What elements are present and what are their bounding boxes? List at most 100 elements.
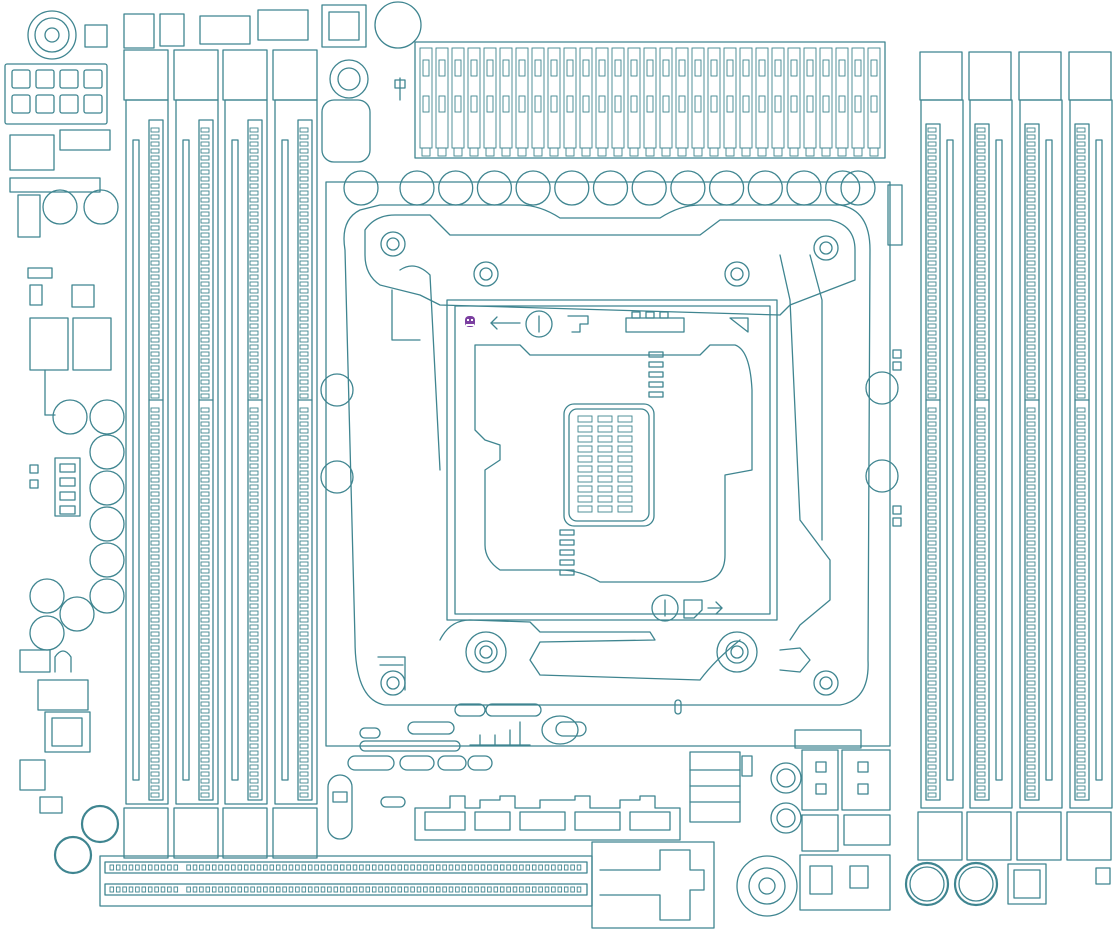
dimm-pin — [299, 239, 309, 245]
pcie-pin — [506, 886, 511, 893]
dimm-slot-a1 — [123, 99, 169, 859]
dimm-pin — [299, 694, 309, 700]
vrm-fin-slot — [614, 95, 622, 113]
dimm-pin — [976, 239, 986, 245]
dimm-pin — [1076, 393, 1086, 399]
dimm-pin — [150, 246, 160, 252]
dimm-pin — [976, 190, 986, 196]
dimm-pin — [200, 337, 210, 343]
dimm-pin — [1076, 169, 1086, 175]
pcie-pin — [288, 864, 294, 871]
dimm-pin — [299, 267, 309, 273]
vrm-fin-foot — [677, 147, 687, 157]
vrm-fin-slot — [646, 59, 654, 77]
dimm-pin — [976, 260, 986, 266]
dimm-pin — [976, 379, 986, 385]
dimm-pin — [1076, 302, 1086, 308]
dimm-pin — [1076, 540, 1086, 546]
dimm-pin — [1076, 638, 1086, 644]
dimm-pin — [1076, 351, 1086, 357]
dimm-pin — [200, 232, 210, 238]
vrm-capacitor — [399, 170, 435, 206]
dimm-pin — [200, 470, 210, 476]
dimm-pin — [1026, 512, 1036, 518]
dimm-pin — [1076, 127, 1086, 133]
dimm-pin — [249, 232, 259, 238]
dimm-pin — [927, 197, 937, 203]
vrm-fin-slot — [758, 59, 766, 77]
dimm-pin — [976, 638, 986, 644]
dimm-pin — [927, 148, 937, 154]
pcie-pin — [525, 864, 531, 871]
dimm-pin — [200, 246, 210, 252]
dimm-pin — [249, 337, 259, 343]
dimm-pin — [200, 547, 210, 553]
fan-header-icon — [321, 4, 367, 48]
dimm-pin — [299, 554, 309, 560]
dimm-pin — [927, 365, 937, 371]
dimm-pin — [1026, 176, 1036, 182]
pcie-pin — [493, 864, 499, 871]
dimm-pin — [249, 288, 259, 294]
dimm-pin — [1026, 631, 1036, 637]
dimm-pin — [150, 575, 160, 581]
dimm-pin — [927, 785, 937, 791]
dimm-pin — [976, 701, 986, 707]
dimm-pin — [927, 211, 937, 217]
dimm-pin — [249, 365, 259, 371]
dimm-pin — [1076, 246, 1086, 252]
dimm-pin — [200, 435, 210, 441]
dimm-pin — [1026, 365, 1036, 371]
dimm-pin — [1026, 708, 1036, 714]
vrm-capacitor — [476, 170, 513, 206]
dimm-pin — [976, 617, 986, 623]
dimm-pin — [927, 316, 937, 322]
dimm-pin — [1076, 554, 1086, 560]
dimm-pin — [927, 554, 937, 560]
dimm-pin — [249, 652, 259, 658]
dimm-pin — [299, 708, 309, 714]
dimm-pin — [299, 589, 309, 595]
dimm-pin — [200, 610, 210, 616]
vrm-fin-slot — [438, 95, 446, 113]
vrm-fin-foot — [517, 147, 527, 157]
dimm-pin — [1026, 218, 1036, 224]
dimm-pin — [1026, 442, 1036, 448]
vrm-fin-slot — [662, 95, 670, 113]
cpu-pad — [597, 435, 613, 443]
vrm-fin — [867, 47, 881, 149]
dimm-pin — [249, 568, 259, 574]
cpu-pad — [577, 445, 593, 453]
dimm-pin — [200, 617, 210, 623]
dimm-pin — [1026, 351, 1036, 357]
dimm-pin — [1026, 253, 1036, 259]
dimm-pin — [976, 274, 986, 280]
dimm-pin — [927, 386, 937, 392]
dimm-pin — [299, 547, 309, 553]
dimm-pin — [976, 302, 986, 308]
dimm-pin — [976, 358, 986, 364]
pcie-pin — [243, 864, 249, 871]
dimm-pin — [927, 631, 937, 637]
vrm-fin — [579, 47, 593, 149]
dimm-pin — [299, 750, 309, 756]
pcie-pin — [563, 864, 569, 871]
arrow-left-icon — [490, 316, 521, 330]
dimm-pin — [927, 694, 937, 700]
dimm-pin — [200, 575, 210, 581]
vrm-fin-foot — [869, 147, 879, 157]
dimm-pin — [249, 393, 259, 399]
dimm-pin — [1026, 785, 1036, 791]
cpu-pad — [577, 465, 593, 473]
dimm-pin — [1076, 449, 1086, 455]
dimm-pin — [927, 547, 937, 553]
dimm-pin — [1026, 316, 1036, 322]
dimm-pin — [249, 491, 259, 497]
pcie-pin — [199, 886, 204, 893]
dimm-pin — [200, 533, 210, 539]
dimm-pin — [1026, 498, 1036, 504]
dimm-pin — [249, 372, 259, 378]
dimm-pin — [927, 372, 937, 378]
dimm-pin — [1026, 729, 1036, 735]
dimm-pin — [1026, 673, 1036, 679]
